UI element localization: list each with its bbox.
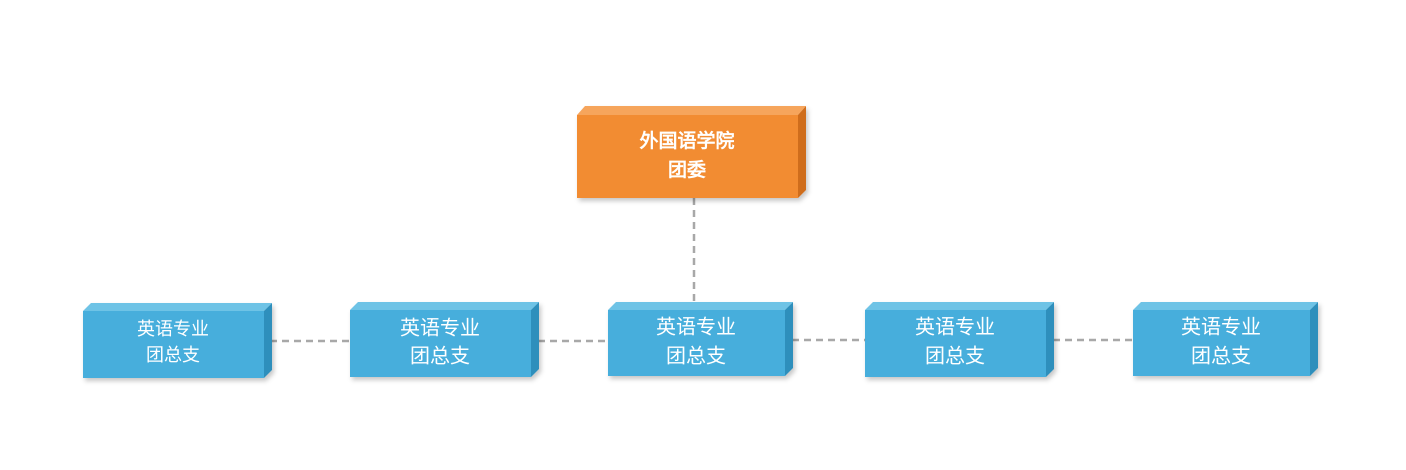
child-node-4-top-face [865, 302, 1054, 310]
child-node-2-side-face [531, 302, 539, 377]
child-node-3 [608, 302, 793, 376]
root-node-title: 外国语学院 [639, 129, 734, 152]
child-node-3-top-face [608, 302, 793, 310]
child-node-5-line2: 团总支 [1191, 344, 1251, 368]
child-node-4-line1: 英语专业 [915, 315, 995, 339]
root-node-top-face [577, 106, 806, 115]
root-node-front-face [577, 115, 798, 198]
child-node-3-line2: 团总支 [666, 344, 726, 368]
child-node-1-line2: 团总支 [146, 345, 200, 366]
child-node-5-side-face [1310, 302, 1318, 376]
child-node-4-line2: 团总支 [925, 344, 985, 368]
child-node-3-front-face [608, 310, 785, 376]
child-node-2-line1: 英语专业 [400, 316, 480, 340]
child-node-1-top-face [83, 303, 272, 311]
child-node-4 [865, 302, 1054, 377]
root-node [577, 106, 806, 198]
child-node-2 [350, 302, 539, 377]
child-node-5-top-face [1133, 302, 1318, 310]
child-node-2-front-face [350, 310, 531, 377]
child-node-5-line1: 英语专业 [1181, 315, 1261, 339]
child-node-1-side-face [264, 303, 272, 378]
root-node-subtitle: 团委 [668, 159, 706, 181]
child-node-2-line2: 团总支 [410, 344, 470, 368]
child-node-5-front-face [1133, 310, 1310, 376]
child-node-3-line1: 英语专业 [656, 315, 736, 339]
child-node-1 [83, 303, 272, 378]
child-node-5 [1133, 302, 1318, 376]
child-node-4-side-face [1046, 302, 1054, 377]
child-node-4-front-face [865, 310, 1046, 377]
child-node-3-side-face [785, 302, 793, 376]
connectors [270, 198, 1135, 343]
root-node-side-face [798, 106, 806, 198]
child-node-1-front-face [83, 311, 264, 378]
child-node-1-line1: 英语专业 [137, 319, 209, 340]
child-node-2-top-face [350, 302, 539, 310]
